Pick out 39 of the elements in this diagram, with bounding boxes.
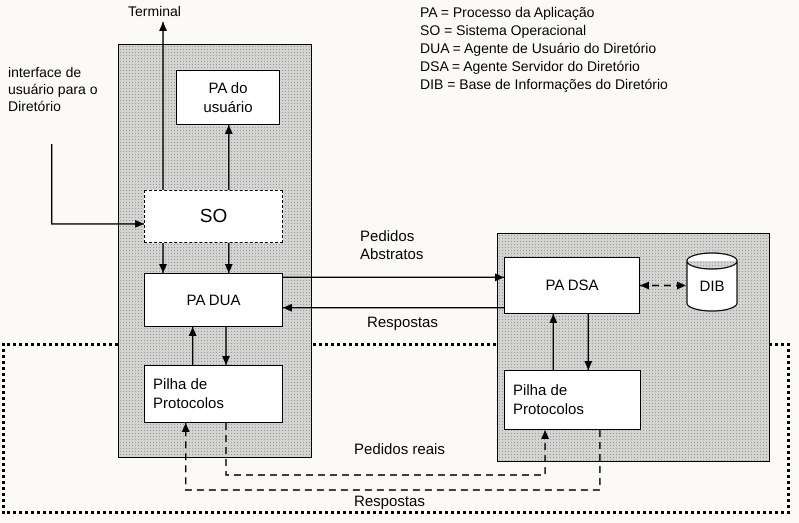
arrow (549, 314, 558, 370)
abbreviation-note: DIB = Base de Informações do Diretório (420, 75, 668, 93)
abbreviation-note: DSA = Agente Servidor do Diretório (420, 57, 641, 75)
box-label: SO (200, 207, 228, 226)
arrow (225, 423, 550, 476)
box-label: PA do usuário (202, 78, 254, 116)
arrow (159, 243, 168, 273)
arrow (584, 314, 592, 370)
arrow (283, 304, 504, 312)
container-box (497, 233, 770, 462)
arrow (182, 423, 601, 491)
process-box (144, 365, 283, 423)
text-label: Terminal (128, 3, 182, 20)
box-label: PA DSA (545, 276, 599, 295)
abbreviation-note: DUA = Agente de Usuário do Diretório (420, 39, 658, 57)
arrow (188, 327, 197, 365)
process-box (144, 190, 283, 243)
arrow (159, 22, 168, 190)
text-label: interface de usuário para o Diretório (8, 64, 99, 115)
box-label: Pilha de Protocolos (152, 375, 225, 413)
process-box (144, 273, 283, 327)
box-label: Pilha de Protocolos (512, 381, 585, 419)
arrow (50, 144, 144, 228)
process-box (176, 70, 280, 125)
edge-label: Respostas (365, 314, 440, 332)
abbreviation-note: PA = Processo da Aplicação (420, 3, 596, 21)
arrow (283, 273, 504, 282)
process-box (504, 257, 640, 314)
box-label: DIB (699, 276, 724, 296)
container-box (118, 44, 312, 458)
arrow (222, 327, 230, 365)
process-box (504, 370, 641, 430)
arrow (224, 125, 233, 190)
arrow (640, 282, 686, 290)
arrow (224, 243, 233, 273)
database-cylinder (686, 252, 738, 312)
edge-label: Respostas (352, 493, 427, 511)
abbreviation-note: SO = Sistema Operacional (420, 21, 588, 39)
box-label: PA DUA (186, 290, 240, 310)
